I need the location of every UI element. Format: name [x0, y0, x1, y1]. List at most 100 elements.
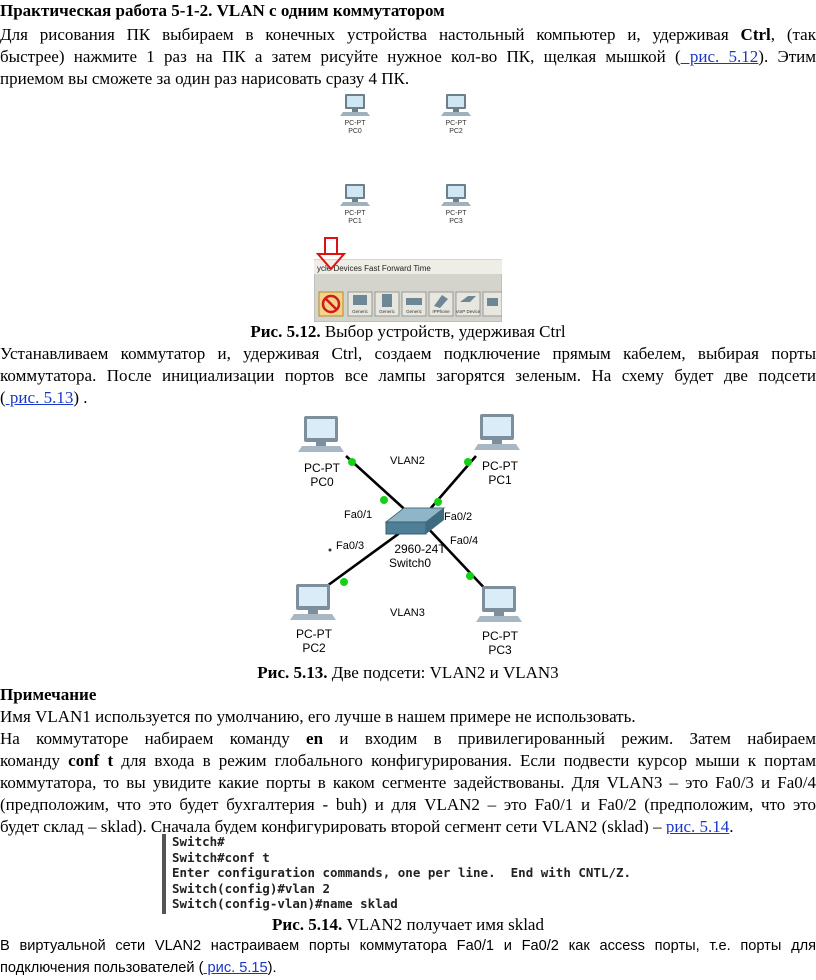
pc-name-label: PC2 — [302, 641, 326, 655]
fig-5-15-link[interactable]: рис. 5.15 — [203, 960, 268, 976]
pc-name-label: PC3 — [449, 218, 463, 225]
pc-type-label: PC-PT — [296, 627, 333, 641]
cable-pc2[interactable] — [315, 522, 413, 596]
page-heading: Практическая работа 5-1-2. VLAN с одним … — [0, 1, 445, 20]
pc-type-label: PC-PT — [482, 629, 519, 643]
command-en: en — [306, 729, 324, 748]
link-light — [380, 496, 388, 504]
pc-icon[interactable] — [441, 184, 471, 206]
paragraph-1-line-1: Для рисования ПК выбираем в конечных уст… — [0, 24, 816, 46]
text-span: подключения пользователей ( — [0, 960, 204, 976]
text-span: ( — [0, 388, 6, 407]
cursor-dot — [328, 548, 332, 552]
caption-number: Рис. 5.13. — [257, 663, 328, 682]
link-light — [466, 572, 474, 580]
pc-icon[interactable] — [441, 94, 471, 116]
pc-icon[interactable] — [340, 184, 370, 206]
fig-5-14-link[interactable]: рис. 5.14 — [665, 817, 730, 836]
figure-5-12-caption: Рис. 5.12. Выбор устройств, удерживая Ct… — [0, 321, 816, 343]
caption-number: Рис. 5.12. — [250, 322, 321, 341]
cli-terminal: Switch# Switch#conf t Enter configuratio… — [162, 834, 692, 914]
note-line-6: будет склад – sklad). Сначала будем конф… — [0, 816, 816, 838]
text-span: , (так — [770, 25, 816, 44]
ctrl-key-text: Ctrl — [740, 25, 771, 44]
port-label-fa0-1: Fa0/1 — [344, 509, 372, 521]
pc-name-label: PC1 — [488, 473, 512, 487]
device-next-button[interactable] — [482, 291, 502, 317]
caption-text: Выбор устройств, удерживая Ctrl — [320, 322, 566, 341]
pc-name-label: PC3 — [488, 643, 512, 657]
paragraph-2-line-1: Устанавливаем коммутатор и, удерживая Ct… — [0, 344, 816, 363]
text-span: команду — [0, 751, 69, 770]
text-span: ) . — [73, 388, 88, 407]
text-span: . — [729, 817, 734, 836]
note-line-3: команду conf t для входа в режим глобаль… — [0, 750, 816, 772]
link-light — [464, 458, 472, 466]
figure-5-13-caption: Рис. 5.13. Две подсети: VLAN2 и VLAN3 — [0, 662, 816, 684]
cable-links — [315, 455, 491, 596]
note-line-4: коммутатора, то вы увидите какие порты в… — [0, 773, 816, 792]
pc1-icon[interactable] — [474, 414, 520, 450]
vlan2-label: VLAN2 — [390, 455, 425, 467]
pc-type-label: PC-PT — [345, 210, 367, 217]
cli-line: Switch(config-vlan)#name sklad — [172, 896, 398, 912]
device-ipphone-button[interactable]: IPPhone — [428, 291, 454, 317]
paragraph-3-line-1: В виртуальной сети VLAN2 настраиваем пор… — [0, 938, 816, 954]
figure-5-13-topology: PC-PT PC0 PC-PT PC1 PC-PT PC2 PC-PT PC3 … — [290, 414, 522, 657]
command-conf-t: conf t — [68, 751, 114, 770]
figure-5-14-caption: Рис. 5.14. VLAN2 получает имя sklad — [0, 914, 816, 936]
note-line-1: Имя VLAN1 используется по умолчанию, его… — [0, 707, 636, 726]
device-label: Generic — [379, 309, 396, 314]
cli-line: Switch#conf t — [172, 849, 270, 865]
device-generic-pc-button[interactable]: Generic — [347, 291, 373, 317]
port-label-fa0-3: Fa0/3 — [336, 540, 364, 552]
switch-model-label: 2960-24T — [394, 542, 446, 556]
cable-pc3[interactable] — [423, 523, 491, 595]
text-span: ). — [267, 960, 277, 976]
port-label-fa0-4: Fa0/4 — [450, 535, 478, 547]
device-label: Generic — [352, 309, 369, 314]
pc-type-label: PC-PT — [345, 120, 367, 127]
note-line-2: На коммутаторе набираем команду en и вхо… — [0, 728, 816, 750]
cli-line: Enter configuration commands, one per li… — [172, 865, 632, 881]
switch-icon[interactable] — [384, 507, 446, 535]
fig-5-13-link[interactable]: рис. 5.13 — [5, 388, 74, 407]
text-span: и входим в привилегированный режим. Зате… — [323, 729, 816, 748]
pc2-icon[interactable] — [290, 584, 336, 620]
link-light — [348, 458, 356, 466]
paragraph-2-line-3: ( рис. 5.13) . — [0, 387, 816, 409]
pc3-icon[interactable] — [476, 586, 522, 622]
cli-line: Switch# — [172, 834, 225, 849]
device-voip-button[interactable]: VoIP Device — [455, 291, 481, 317]
paragraph-1-line-3: приемом вы сможете за один раз нарисоват… — [0, 69, 410, 88]
pc-icon[interactable] — [340, 94, 370, 116]
pc-name-label: PC0 — [310, 475, 334, 489]
cable-pc0[interactable] — [345, 455, 413, 517]
caption-text: VLAN2 получает имя sklad — [342, 915, 544, 934]
pc-type-label: PC-PT — [446, 210, 468, 217]
text-span: для входа в режим глобального конфигурир… — [113, 751, 816, 770]
device-label: IPPhone — [432, 309, 450, 314]
pc-type-label: PC-PT — [304, 461, 341, 475]
port-label-fa0-2: Fa0/2 — [444, 511, 472, 523]
pc-type-label: PC-PT — [482, 459, 519, 473]
pc0-icon[interactable] — [298, 416, 344, 452]
fig-5-12-link[interactable]: рис. 5.12 — [680, 47, 759, 66]
link-light — [434, 498, 442, 506]
note-line-5: (предположим, что это будет бухгалтерия … — [0, 795, 816, 814]
switch-name-label: Switch0 — [389, 556, 431, 570]
text-span: Для рисования ПК выбираем в конечных уст… — [0, 25, 741, 44]
device-generic-printer-button[interactable]: Generic — [401, 291, 427, 317]
figure-5-12-pcs: PC-PT PC0 PC-PT PC2 PC-PT PC1 PC-PT PC3 — [340, 94, 471, 225]
red-down-arrow-icon — [315, 237, 347, 271]
link-light — [340, 578, 348, 586]
text-span: будет склад – sklad). Сначала будем конф… — [0, 817, 666, 836]
end-devices-button[interactable] — [318, 291, 344, 317]
text-span: ). Этим — [758, 47, 816, 66]
device-label: Generic — [406, 309, 423, 314]
text-span: быстрее) нажмите 1 раз на ПК а затем рис… — [0, 47, 681, 66]
vlan3-label: VLAN3 — [390, 607, 425, 619]
cable-pc1[interactable] — [423, 455, 477, 517]
pc-name-label: PC2 — [449, 128, 463, 135]
device-generic-server-button[interactable]: Generic — [374, 291, 400, 317]
